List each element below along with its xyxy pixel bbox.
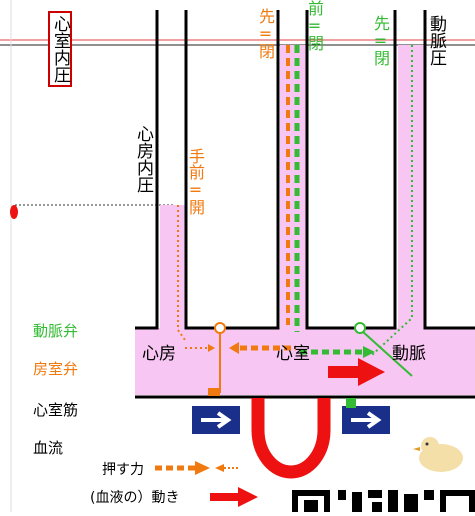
ventricle-pressure-label: 心室内圧: [48, 11, 72, 87]
legend-flow-symbol: [210, 487, 258, 507]
av-valve: [208, 322, 226, 396]
atrium-pull-arrow: [185, 344, 215, 352]
ventricle-label: 心室: [276, 344, 310, 364]
arrow-box-right: [342, 406, 390, 434]
aortic-push-arrow: [300, 346, 375, 358]
atrium-dotted: [177, 205, 186, 341]
tube-walls: [135, 10, 475, 399]
av-push-arrow: [229, 342, 296, 354]
legend-push-symbol: [155, 461, 240, 475]
legend-blood-motion: (血液の）動き: [90, 490, 180, 506]
legend-av-valve: 房室弁: [33, 360, 79, 378]
chamber-blood: [135, 328, 475, 395]
qr-code-fragment: [292, 490, 475, 512]
chick-illustration: [413, 437, 463, 472]
legend-muscle: 心室筋: [33, 401, 79, 419]
aortic-pressure-label: 動脈圧: [426, 15, 446, 66]
ventricle-blood: [280, 45, 306, 328]
legend-aortic-valve: 動脈弁: [33, 322, 79, 340]
pressure-marker: [10, 205, 18, 219]
atrium-blood: [160, 205, 186, 328]
atrium-condition-label: 手前=開: [186, 148, 205, 215]
atrium-label: 心房: [142, 344, 176, 364]
blood-flow-arrow: [328, 358, 385, 386]
artery-condition-label: 先=閉: [371, 15, 390, 66]
ventricle-condition-label: 先=閉: [256, 8, 275, 59]
aortic-valve: [346, 322, 413, 408]
ventricle-condition-label-2: 前=閉: [305, 0, 324, 51]
atrium-pressure-label: 心房内圧: [133, 125, 153, 193]
legend-blood-flow: 血流: [33, 439, 64, 457]
arrow-box-left: [192, 406, 240, 434]
ventricle-muscle: [251, 398, 331, 479]
legend-push-force: 押す力: [102, 462, 144, 478]
artery-label: 動脈: [392, 344, 426, 364]
artery-dotted: [371, 45, 413, 356]
